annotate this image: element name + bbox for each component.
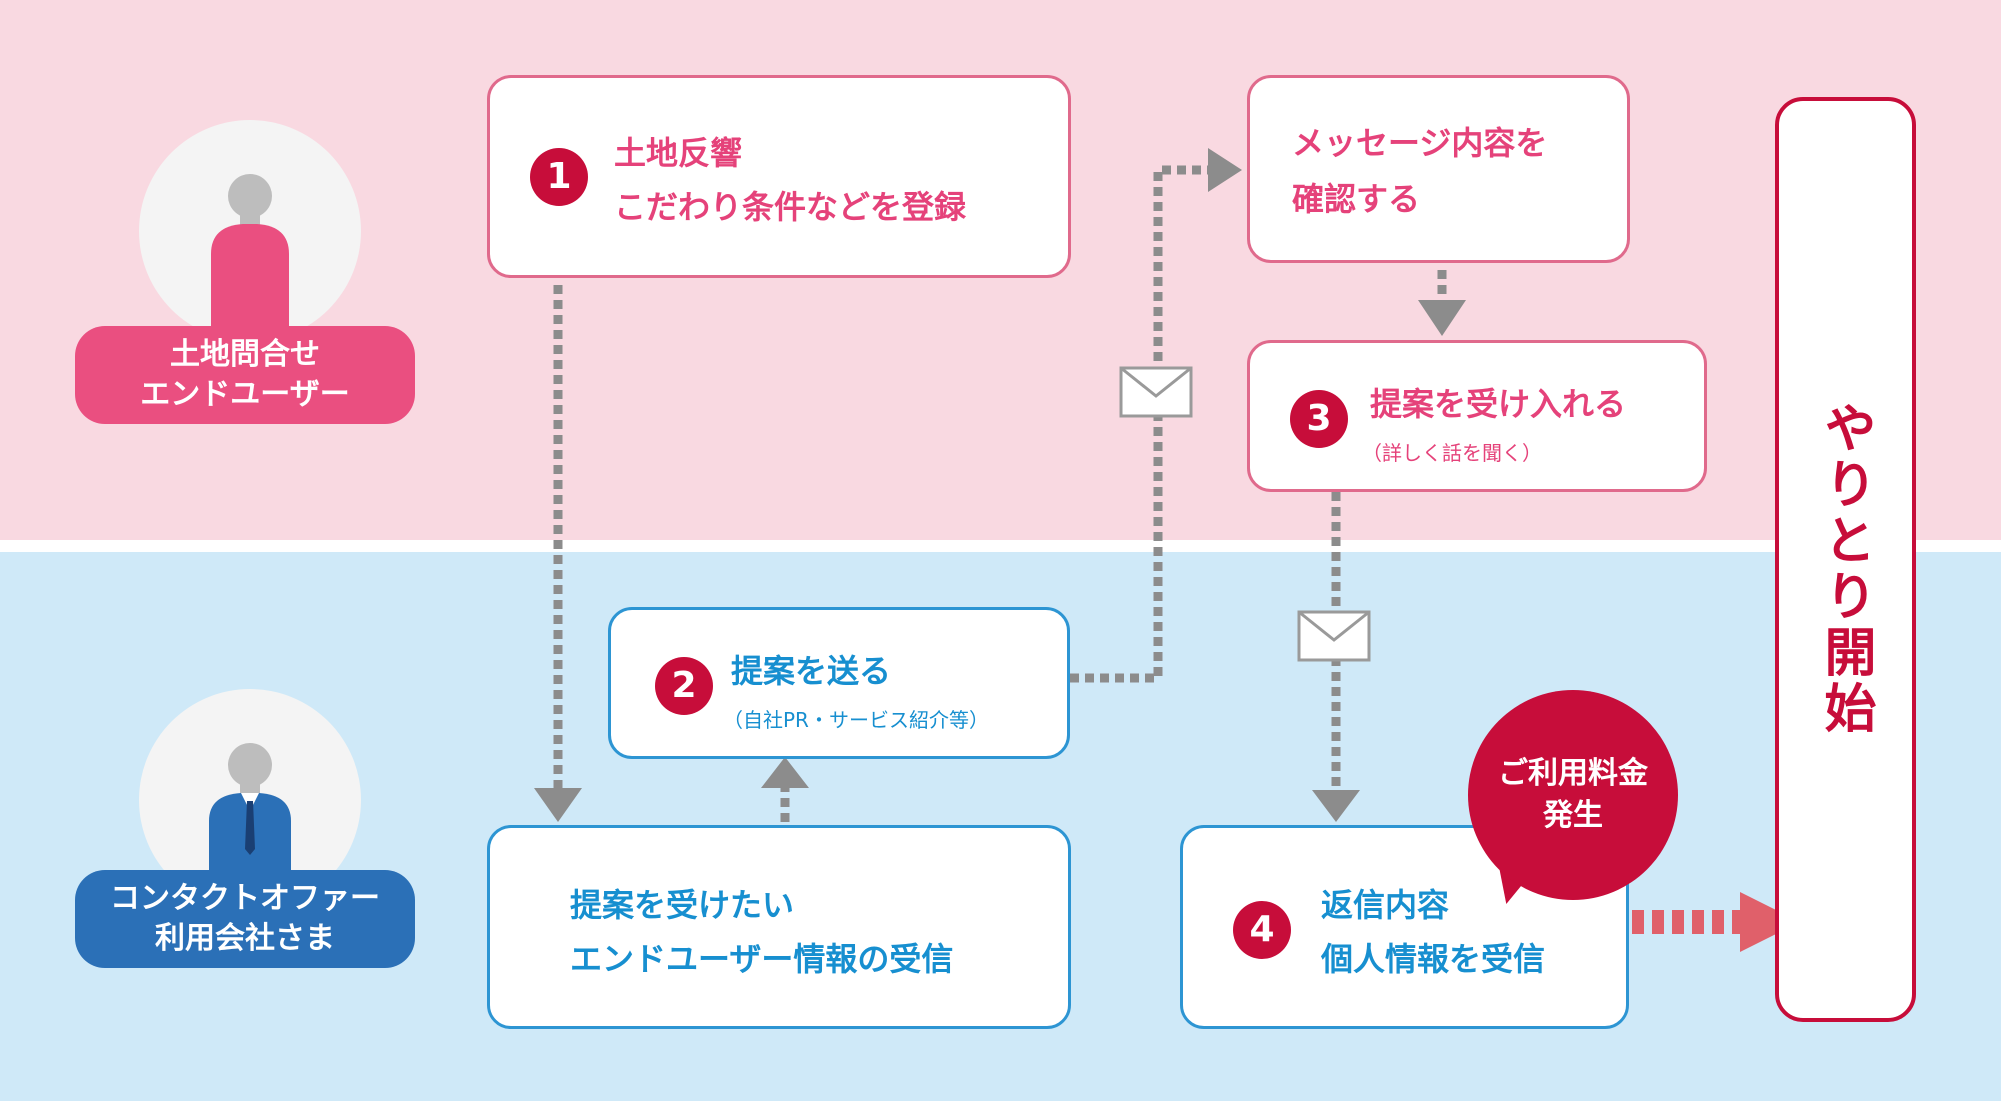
end-user-label-line2: エンドユーザー xyxy=(140,377,350,412)
step4-line1: 返信内容 xyxy=(1321,886,1450,924)
company-label-line1: コンタクトオファー xyxy=(110,881,380,916)
company-label: コンタクトオファー 利用会社さま xyxy=(75,870,415,968)
receive-line2: エンドユーザー情報の受信 xyxy=(570,940,954,978)
step4-number-badge: 4 xyxy=(1233,901,1291,959)
arrowhead-down-receive xyxy=(534,788,582,822)
step1-number-badge: 1 xyxy=(530,148,588,206)
step3-number-badge: 3 xyxy=(1290,390,1348,448)
step1-line1: 土地反響 xyxy=(614,134,743,172)
fee-line2: 発生 xyxy=(1543,798,1603,833)
connector-step2-to-confirm xyxy=(1070,165,1208,683)
end-user-label-line1: 土地問合せ xyxy=(170,337,320,372)
receive-line1: 提案を受けたい xyxy=(570,886,795,924)
start-exchange-box: やりとり開始 xyxy=(1775,97,1916,1022)
arrowhead-right-final xyxy=(1740,892,1800,952)
step1-box: 1 土地反響 こだわり条件などを登録 xyxy=(487,75,1071,278)
step2-title: 提案を送る xyxy=(731,652,892,690)
person-icon xyxy=(211,174,289,342)
step2-note: （自社PR・サービス紹介等） xyxy=(723,708,989,732)
step3-title: 提案を受け入れる xyxy=(1370,385,1627,423)
step3-box: 3 提案を受け入れる （詳しく話を聞く） xyxy=(1247,340,1707,492)
fee-line1: ご利用料金 xyxy=(1498,756,1648,791)
company-label-line2: 利用会社さま xyxy=(155,921,335,956)
arrowhead-right-confirm xyxy=(1208,148,1242,192)
step1-line2: こだわり条件などを登録 xyxy=(614,188,967,226)
confirm-line1: メッセージ内容を xyxy=(1292,124,1548,162)
envelope-icon xyxy=(1119,366,1193,418)
confirm-line2: 確認する xyxy=(1292,180,1421,218)
start-exchange-label: やりとり開始 xyxy=(1815,401,1875,737)
arrowhead-down-step3 xyxy=(1418,300,1466,336)
step4-line2: 個人情報を受信 xyxy=(1321,940,1546,978)
envelope-icon xyxy=(1297,610,1371,662)
arrowhead-down-step4 xyxy=(1312,790,1360,822)
step2-box: 2 提案を送る （自社PR・サービス紹介等） xyxy=(608,607,1070,759)
end-user-avatar xyxy=(139,120,361,342)
arrowhead-up-step2 xyxy=(761,757,809,788)
step2-number-badge: 2 xyxy=(655,657,713,715)
end-user-label: 土地問合せ エンドユーザー xyxy=(75,326,415,424)
fee-badge: ご利用料金 発生 xyxy=(1468,690,1678,900)
receive-info-box: 提案を受けたい エンドユーザー情報の受信 xyxy=(487,825,1071,1029)
step3-note: （詳しく話を聞く） xyxy=(1362,441,1542,465)
confirm-message-box: メッセージ内容を 確認する xyxy=(1247,75,1630,263)
